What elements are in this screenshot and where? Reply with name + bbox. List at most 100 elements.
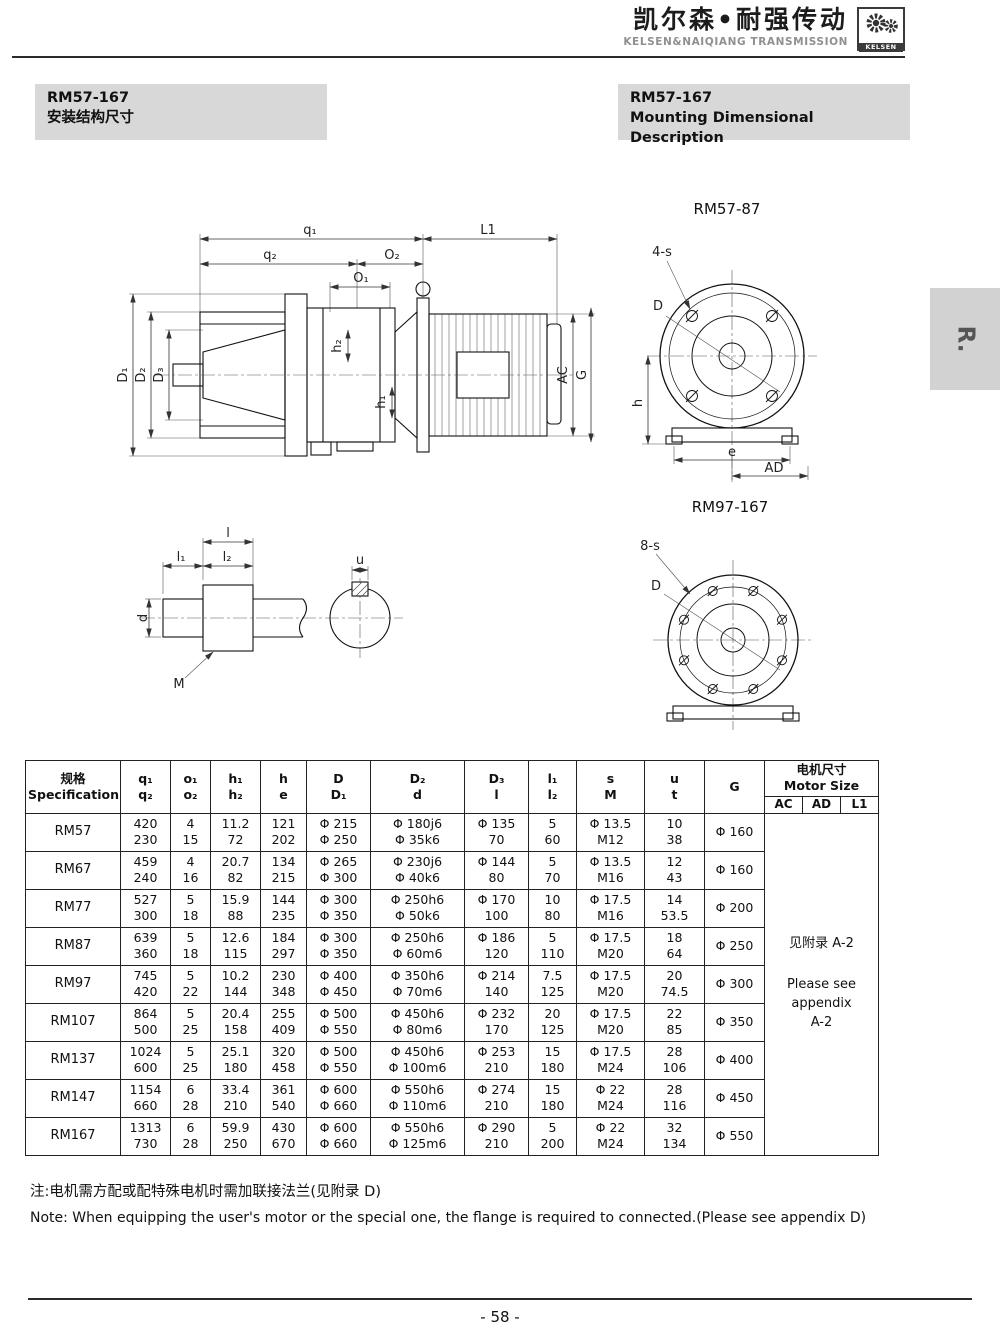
footer-rule — [28, 1298, 972, 1300]
spec-cell: RM97 — [25, 964, 121, 1004]
dim-label-m: M — [173, 677, 184, 692]
spec-cell: RM147 — [25, 1078, 121, 1118]
dim-label-u: u — [356, 553, 364, 568]
dim-label-g: G — [575, 370, 590, 380]
dim-label-d1: D₁ — [116, 367, 131, 382]
dim-label-l1: l₁ — [177, 550, 186, 565]
flange-small-title: RM57-87 — [694, 200, 761, 218]
cell-g: Φ 400 — [704, 1040, 765, 1080]
note-cn: 注:电机需方配或配特殊电机时需加联接法兰(见附录 D) — [30, 1184, 381, 1200]
brand-block: 凯尔森•耐强传动 KELSEN&NAIQIANG TRANSMISSION — [623, 6, 848, 48]
section-tab-label: R. — [952, 325, 978, 353]
dim-label-4s: 4-s — [652, 245, 672, 260]
cell-g: Φ 160 — [704, 850, 765, 890]
title-block-en: RM57-167 Mounting Dimensional Descriptio… — [618, 84, 910, 146]
dim-label-h-flange: h — [631, 399, 646, 407]
dim-label-d2: D₂ — [134, 367, 149, 382]
cell-g: Φ 300 — [704, 964, 765, 1004]
dim-label-l2: l₂ — [223, 550, 232, 565]
kelsen-logo: KELSEN — [857, 7, 905, 52]
page-title-cn: 安装结构尺寸 — [47, 109, 134, 126]
cell-g: Φ 550 — [704, 1116, 765, 1156]
dim-label-h2: h₂ — [330, 339, 345, 352]
dim-label-o2: O₂ — [384, 248, 399, 263]
column-header-l1: L1 — [840, 795, 879, 814]
page-number: - 58 - — [480, 1308, 520, 1326]
spec-cell: RM167 — [25, 1116, 121, 1156]
dim-label-L1: L1 — [480, 223, 496, 238]
spec-cell: RM107 — [25, 1002, 121, 1042]
dim-label-q1: q₁ — [303, 223, 316, 238]
dim-label-l: l — [226, 526, 230, 541]
dim-label-q2: q₂ — [263, 248, 276, 263]
cell-g: Φ 250 — [704, 926, 765, 966]
flange-large-title: RM97-167 — [692, 498, 769, 516]
header-rule — [12, 56, 905, 58]
column-header-ac: AC — [764, 795, 803, 814]
dim-label-8s: 8-s — [640, 539, 660, 554]
flange-view-rm57-87: RM57-87 — [631, 200, 817, 482]
dim-label-D-small: D — [653, 299, 663, 314]
